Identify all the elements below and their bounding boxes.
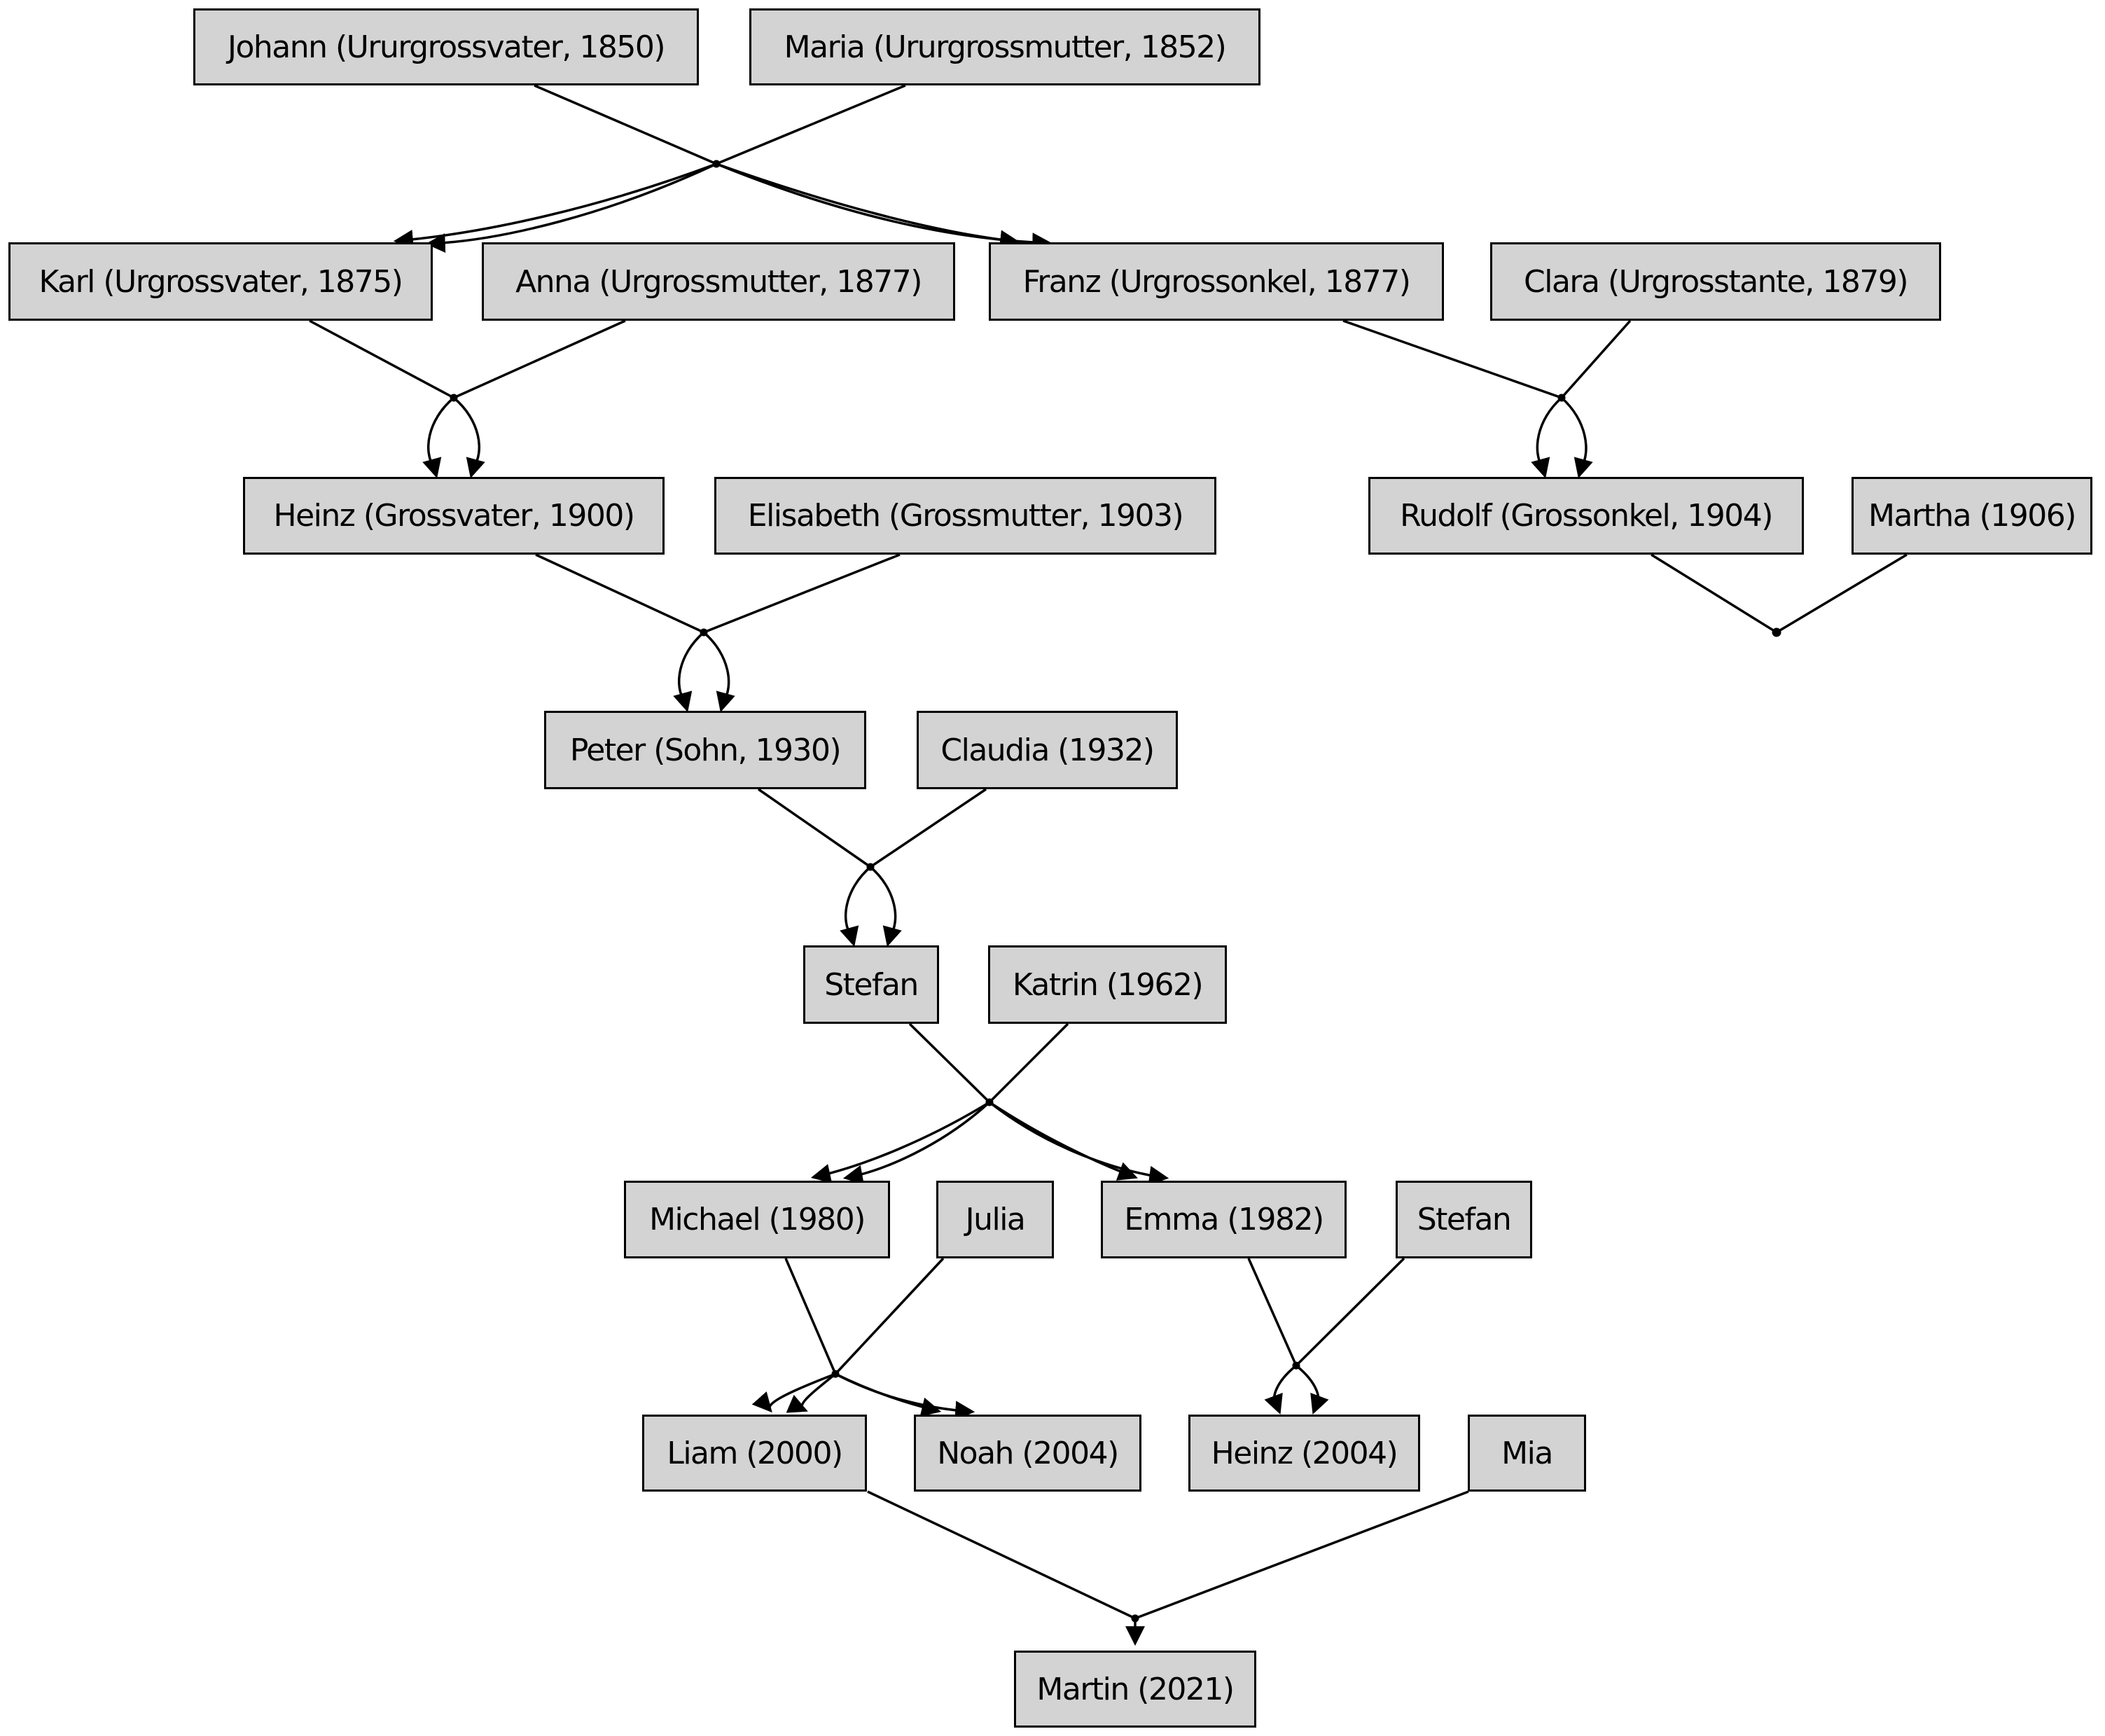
edge-karl-to-union2 [309,319,454,399]
union10-dot [1131,1614,1139,1623]
node-johann: Johann (Ururgrossvater, 1850) [193,8,699,85]
edge-union9-to-heinzjr-a [1264,1364,1298,1415]
union8-dot [831,1370,840,1378]
node-heinz-2004: Heinz (2004) [1188,1415,1420,1492]
union2-dot [450,394,458,402]
edge-maria-to-union1 [716,84,906,165]
node-claudia: Claudia (1932) [917,711,1178,789]
edge-union2-to-heinzsr-a [422,396,455,479]
node-martha: Martha (1906) [1852,477,2092,555]
node-maria: Maria (Ururgrossmutter, 1852) [749,8,1260,85]
edge-peter-to-union6 [758,788,871,868]
edge-emma-to-union9 [1247,1258,1298,1366]
edge-martha-to-union4 [1776,553,1908,634]
edge-katrin-to-union7 [988,1022,1069,1104]
edge-stefansr-to-union7 [908,1022,991,1104]
edge-union1-to-franz-b [716,162,1052,253]
node-karl: Karl (Urgrossvater, 1875) [8,242,433,321]
node-anna: Anna (Urgrossmutter, 1877) [482,242,955,321]
node-noah: Noah (2004) [914,1415,1141,1492]
node-stefan-senior: Stefan [803,945,939,1024]
node-elisabeth: Elisabeth (Grossmutter, 1903) [714,477,1216,555]
edge-union7-to-emma-b [988,1101,1169,1186]
edge-union2-to-heinzsr-b [452,396,485,479]
edge-union3-to-rudolf-a [1531,396,1563,479]
edge-claudia-to-union6 [870,788,987,868]
node-peter: Peter (Sohn, 1930) [544,711,866,789]
union1-dot [712,160,721,168]
node-franz: Franz (Urgrossonkel, 1877) [989,242,1444,321]
edge-union7-to-michael-b [842,1101,991,1185]
node-martin: Martin (2021) [1014,1651,1256,1728]
edge-union7-to-michael-a [810,1101,990,1183]
edge-heinzsr-to-union5 [535,553,704,634]
edge-union5-to-peter-a [673,631,705,713]
node-rudolf: Rudolf (Grossonkel, 1904) [1368,477,1804,555]
edge-union8-to-liam-b [786,1373,837,1413]
edge-union8-to-liam-a [751,1373,836,1413]
edge-franz-to-union3 [1342,319,1562,399]
edge-johann-to-union1 [534,84,717,165]
node-michael: Michael (1980) [624,1181,890,1258]
node-mia: Mia [1468,1415,1586,1492]
node-heinz-grossvater: Heinz (Grossvater, 1900) [243,477,665,555]
edge-liam-to-union10 [867,1490,1136,1620]
edge-union8-to-noah-b [835,1373,975,1421]
edge-union1-to-karl-a [393,162,717,249]
union5-dot [700,628,708,637]
edge-union6-to-stefansr-b [869,866,902,947]
edge-mia-to-union10 [1134,1490,1469,1620]
union7-dot [985,1098,994,1106]
edge-michael-to-union8 [784,1258,837,1375]
node-liam: Liam (2000) [642,1415,867,1492]
edge-union5-to-peter-b [702,631,735,713]
node-emma: Emma (1982) [1101,1181,1347,1258]
node-katrin: Katrin (1962) [988,945,1227,1024]
edge-anna-to-union2 [453,319,626,399]
union9-dot [1292,1361,1300,1370]
edge-union6-to-stefansr-a [840,866,872,947]
union4-dot [1772,627,1781,637]
edge-elisabeth-to-union5 [703,553,901,634]
edge-clara-to-union3 [1560,319,1632,399]
edge-union3-to-rudolf-b [1560,396,1593,479]
edge-julia-to-union8 [834,1257,945,1375]
edge-rudolf-to-union4 [1651,553,1777,634]
edge-union7-to-emma-a [989,1101,1138,1181]
union6-dot [866,863,875,871]
edge-union9-to-heinzjr-b [1295,1364,1329,1415]
node-julia: Julia [936,1181,1054,1258]
edge-union1-to-franz-a [716,162,1020,250]
union3-dot [1557,394,1566,402]
edge-union1-to-karl-b [425,162,717,254]
edge-stefanjr-to-union9 [1295,1257,1405,1367]
node-clara: Clara (Urgrosstante, 1879) [1490,242,1941,321]
node-stefan-junior: Stefan [1396,1181,1532,1258]
